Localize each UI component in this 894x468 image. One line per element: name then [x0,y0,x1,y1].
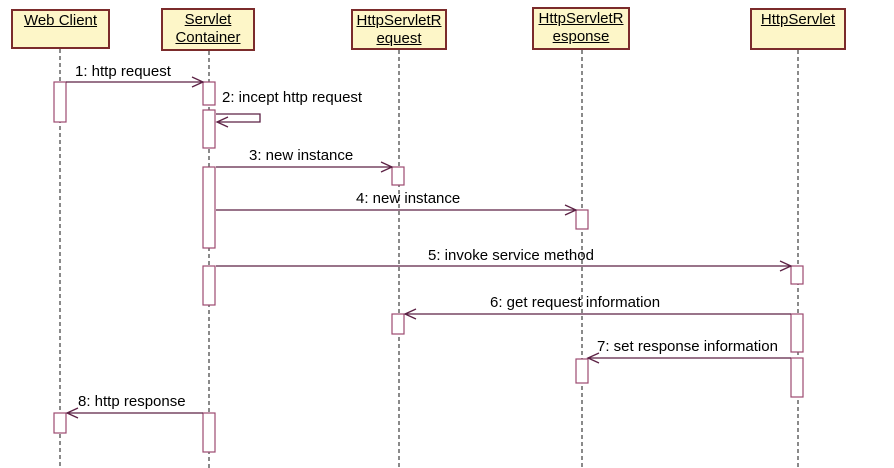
arrowhead-left-icon [586,352,600,364]
actor-label: HttpServlet [760,11,836,28]
actor-label: HttpServletR [538,10,624,27]
actor-box-http-servlet-request: HttpServletR equest [351,9,447,50]
activation-http-servlet-response-1 [575,209,589,230]
message-arrow-1 [66,76,205,88]
activation-servlet-container-5 [202,412,216,453]
message-label-6: 6: get request information [490,294,661,311]
message-label-3: 3: new instance [249,147,354,164]
message-label-2: 2: incept http request [222,89,363,106]
arrowhead-left-icon [403,308,417,320]
activation-http-servlet-request-2 [391,313,405,335]
actor-label: esponse [552,28,610,45]
actor-box-servlet-container: Servlet Container [161,8,255,51]
message-arrows [65,76,793,419]
activation-servlet-container-1 [202,81,216,106]
arrowhead-left-icon [215,116,229,128]
actor-label: Web Client [23,12,98,29]
activation-web-client-2 [53,412,67,434]
activation-http-servlet-1 [790,265,804,285]
message-label-5: 5: invoke service method [428,247,594,264]
arrowhead-left-icon [65,407,79,419]
message-arrow-6 [403,308,791,320]
activation-bars [53,81,804,453]
message-arrow-7 [586,352,791,364]
activation-http-servlet-2 [790,313,804,353]
message-label-8: 8: http response [78,393,186,410]
message-label-1: 1: http request [75,63,171,80]
activation-servlet-container-2 [202,109,216,149]
message-label-7: 7: set response information [597,338,778,355]
activation-http-servlet-request-1 [391,166,405,186]
activation-http-servlet-3 [790,357,804,398]
message-arrow-3 [216,161,394,173]
activation-web-client-1 [53,81,67,123]
message-arrow-5 [216,260,793,272]
actor-label: Container [175,29,241,46]
arrowhead-right-icon [191,76,205,88]
actor-label: Servlet [184,11,232,28]
message-arrow-2 [215,113,261,128]
message-arrow-8 [65,407,203,419]
activation-servlet-container-4 [202,265,216,306]
actor-label: HttpServletR [356,12,442,29]
message-label-4: 4: new instance [356,190,461,207]
actor-label: equest [376,30,422,47]
actor-box-http-servlet-response: HttpServletR esponse [532,7,630,50]
arrowhead-right-icon [380,161,394,173]
actor-box-web-client: Web Client [11,9,110,49]
arrowhead-right-icon [564,204,578,216]
actor-box-http-servlet: HttpServlet [750,8,846,50]
activation-servlet-container-3 [202,166,216,249]
arrowhead-right-icon [779,260,793,272]
activation-http-servlet-response-2 [575,358,589,384]
message-arrow-4 [216,204,578,216]
